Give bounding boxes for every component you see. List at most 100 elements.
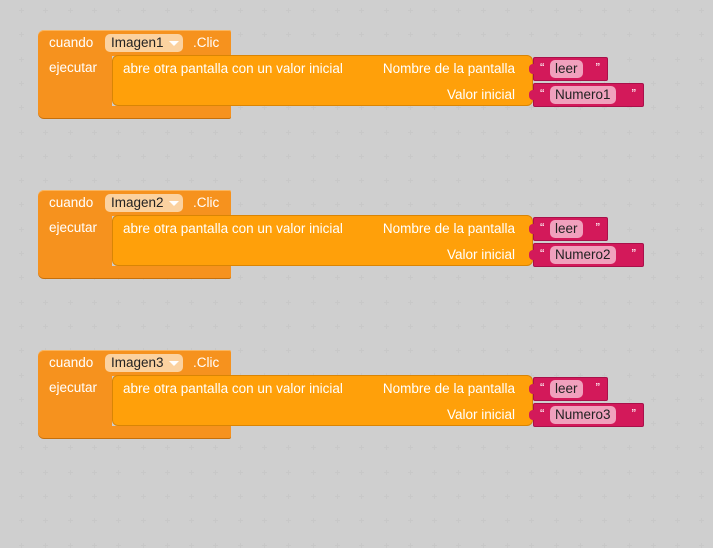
grid-plus-icon xyxy=(92,300,97,305)
open-screen-block[interactable]: abre otra pantalla con un valor inicial … xyxy=(112,375,533,426)
grid-plus-icon xyxy=(165,518,170,523)
grid-plus-icon xyxy=(286,324,291,329)
event-block[interactable]: cuando Imagen2 .Clic ejecutar abre otra … xyxy=(38,190,678,280)
grid-plus-icon xyxy=(311,202,316,207)
grid-plus-icon xyxy=(238,518,243,523)
grid-plus-icon xyxy=(627,178,632,183)
grid-plus-icon xyxy=(554,154,559,159)
grid-plus-icon xyxy=(675,251,680,256)
start-value-text-block[interactable]: “ Numero3 ” xyxy=(529,403,644,427)
grid-plus-icon xyxy=(699,421,704,426)
screen-name-text-block[interactable]: “ leer ” xyxy=(529,377,608,401)
grid-plus-icon xyxy=(384,494,389,499)
grid-plus-icon xyxy=(262,154,267,159)
quote-open: “ xyxy=(540,406,545,421)
grid-plus-icon xyxy=(68,543,73,548)
grid-plus-icon xyxy=(213,8,218,13)
event-block[interactable]: cuando Imagen3 .Clic ejecutar abre otra … xyxy=(38,350,678,440)
puzzle-tab xyxy=(529,384,536,394)
grid-plus-icon xyxy=(92,518,97,523)
text-value[interactable]: leer xyxy=(550,380,583,398)
grid-plus-icon xyxy=(602,373,607,378)
grid-plus-icon xyxy=(602,543,607,548)
grid-plus-icon xyxy=(675,32,680,37)
grid-plus-icon xyxy=(699,470,704,475)
grid-plus-icon xyxy=(311,324,316,329)
grid-plus-icon xyxy=(602,324,607,329)
grid-plus-icon xyxy=(675,445,680,450)
grid-plus-icon xyxy=(456,105,461,110)
grid-plus-icon xyxy=(19,202,24,207)
grid-plus-icon xyxy=(456,494,461,499)
grid-plus-icon xyxy=(335,32,340,37)
grid-plus-icon xyxy=(456,130,461,135)
grid-plus-icon xyxy=(529,543,534,548)
text-value[interactable]: Numero3 xyxy=(550,406,616,424)
grid-plus-icon xyxy=(505,470,510,475)
grid-plus-icon xyxy=(675,57,680,62)
grid-plus-icon xyxy=(19,324,24,329)
grid-plus-icon xyxy=(408,300,413,305)
grid-plus-icon xyxy=(456,543,461,548)
grid-plus-icon xyxy=(578,543,583,548)
grid-plus-icon xyxy=(238,445,243,450)
grid-plus-icon xyxy=(432,154,437,159)
text-value[interactable]: leer xyxy=(550,60,583,78)
grid-plus-icon xyxy=(651,348,656,353)
grid-plus-icon xyxy=(384,8,389,13)
grid-plus-icon xyxy=(505,445,510,450)
grid-plus-icon xyxy=(554,373,559,378)
grid-plus-icon xyxy=(699,57,704,62)
component-dropdown[interactable]: Imagen3 xyxy=(105,354,183,372)
open-screen-block[interactable]: abre otra pantalla con un valor inicial … xyxy=(112,215,533,266)
grid-plus-icon xyxy=(627,348,632,353)
grid-plus-icon xyxy=(456,324,461,329)
grid-plus-icon xyxy=(651,57,656,62)
grid-plus-icon xyxy=(19,251,24,256)
grid-plus-icon xyxy=(311,130,316,135)
grid-plus-icon xyxy=(627,105,632,110)
screen-name-text-block[interactable]: “ leer ” xyxy=(529,217,608,241)
text-value[interactable]: Numero2 xyxy=(550,246,616,264)
grid-plus-icon xyxy=(19,57,24,62)
grid-plus-icon xyxy=(262,445,267,450)
grid-plus-icon xyxy=(384,178,389,183)
grid-plus-icon xyxy=(627,57,632,62)
grid-plus-icon xyxy=(627,32,632,37)
screen-name-text-block[interactable]: “ leer ” xyxy=(529,57,608,81)
grid-plus-icon xyxy=(19,81,24,86)
grid-plus-icon xyxy=(165,154,170,159)
grid-plus-icon xyxy=(311,543,316,548)
grid-plus-icon xyxy=(238,543,243,548)
component-dropdown[interactable]: Imagen2 xyxy=(105,194,183,212)
grid-plus-icon xyxy=(675,470,680,475)
grid-plus-icon xyxy=(627,154,632,159)
grid-plus-icon xyxy=(19,300,24,305)
start-value-text-block[interactable]: “ Numero2 ” xyxy=(529,243,644,267)
grid-plus-icon xyxy=(43,300,48,305)
grid-plus-icon xyxy=(505,300,510,305)
grid-plus-icon xyxy=(92,445,97,450)
component-dropdown[interactable]: Imagen1 xyxy=(105,34,183,52)
quote-open: “ xyxy=(540,220,545,235)
grid-plus-icon xyxy=(19,8,24,13)
grid-plus-icon xyxy=(602,130,607,135)
grid-plus-icon xyxy=(651,227,656,232)
grid-plus-icon xyxy=(699,275,704,280)
quote-close: ” xyxy=(631,246,636,261)
grid-plus-icon xyxy=(578,130,583,135)
text-value[interactable]: leer xyxy=(550,220,583,238)
grid-plus-icon xyxy=(286,130,291,135)
event-block[interactable]: cuando Imagen1 .Clic ejecutar abre otra … xyxy=(38,30,678,120)
grid-plus-icon xyxy=(529,8,534,13)
start-value-text-block[interactable]: “ Numero1 ” xyxy=(529,83,644,107)
grid-plus-icon xyxy=(165,445,170,450)
grid-plus-icon xyxy=(238,32,243,37)
grid-plus-icon xyxy=(359,518,364,523)
grid-plus-icon xyxy=(408,445,413,450)
grid-plus-icon xyxy=(408,32,413,37)
grid-plus-icon xyxy=(602,202,607,207)
text-value[interactable]: Numero1 xyxy=(550,86,616,104)
grid-plus-icon xyxy=(675,105,680,110)
open-screen-block[interactable]: abre otra pantalla con un valor inicial … xyxy=(112,55,533,106)
